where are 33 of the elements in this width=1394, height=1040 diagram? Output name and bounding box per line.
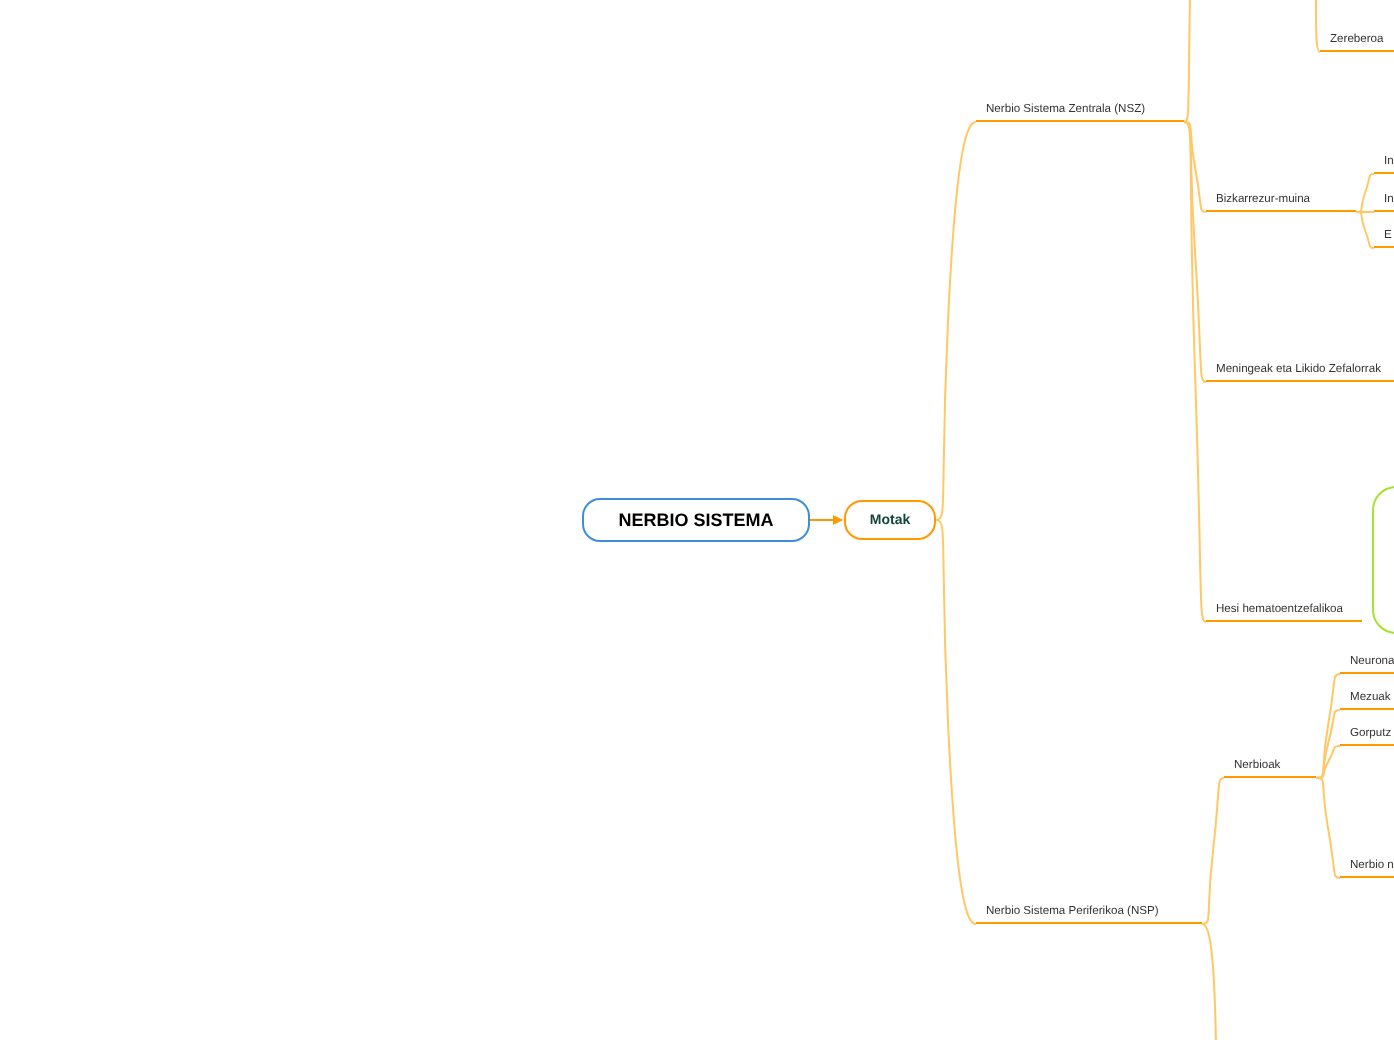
topic-underline <box>1206 362 1394 382</box>
connector-line <box>1183 121 1207 383</box>
connector-line <box>1201 777 1225 925</box>
topic-underline <box>1340 654 1394 674</box>
topic-underline <box>1206 602 1362 622</box>
connector-line <box>1183 0 1191 123</box>
connector-line <box>1315 777 1341 879</box>
connector-line <box>1315 673 1341 779</box>
topic-underline <box>1374 228 1394 248</box>
connector-line <box>1315 0 1321 53</box>
arrow <box>809 515 843 525</box>
connector-line <box>1183 121 1207 213</box>
topic-underline <box>1374 154 1394 174</box>
connector-line <box>1183 121 1207 623</box>
topic-underline <box>1224 758 1316 778</box>
connector-line <box>1315 709 1341 779</box>
topic-underline <box>1340 858 1394 878</box>
topic-underline <box>1340 690 1394 710</box>
connector-line <box>1355 173 1375 213</box>
topic-underline <box>976 904 1202 924</box>
connector-line <box>1355 211 1375 213</box>
topic-box: NERBIO SISTEMA <box>582 498 810 542</box>
connector-line <box>935 519 977 925</box>
topic-underline <box>1206 192 1356 212</box>
boundary-box <box>1372 486 1394 634</box>
connector-line <box>1315 745 1341 779</box>
connector-line <box>1355 211 1375 249</box>
topic-underline <box>1320 32 1394 52</box>
topic-underline <box>976 102 1184 122</box>
connector-line <box>1201 923 1217 1040</box>
connector-line <box>935 121 977 521</box>
topic-underline <box>1340 726 1394 746</box>
topic-underline <box>1374 192 1394 212</box>
